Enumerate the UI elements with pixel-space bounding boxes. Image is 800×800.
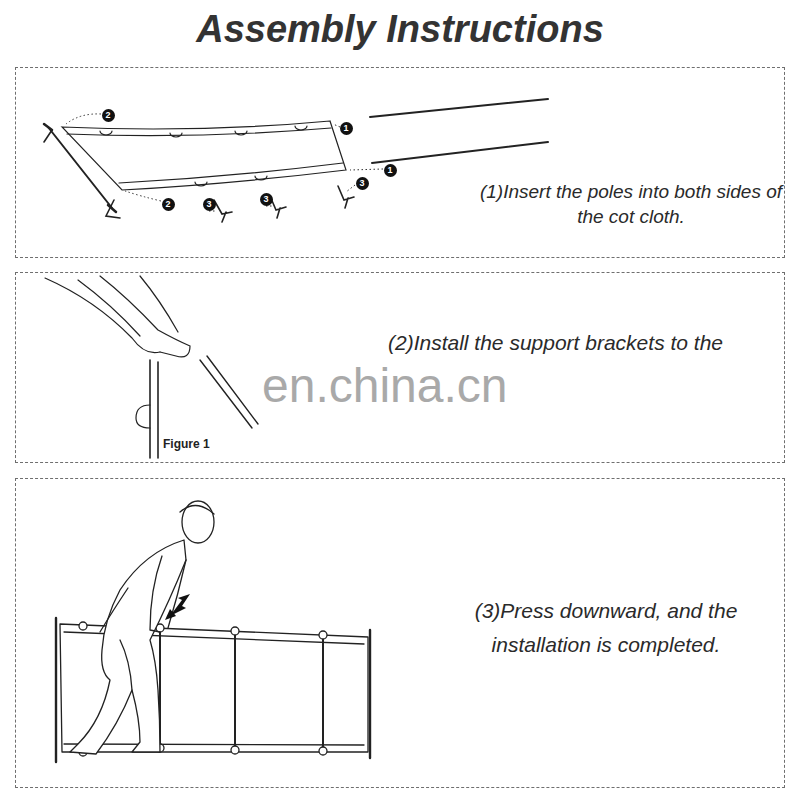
cot-cloth-figure-part (295, 126, 307, 130)
step-panel: (1)Insert the poles into both sides of t… (15, 67, 785, 258)
cot-cloth-figure-part (338, 186, 354, 208)
leader-lines-part (346, 185, 355, 192)
hands-figure-part (140, 276, 178, 332)
hands-figure-part (136, 405, 150, 428)
callout-number: 1 (384, 164, 397, 177)
leader-lines-part (333, 124, 340, 127)
person-and-cot-figure-part (319, 747, 327, 755)
person-and-cot-figure-part (160, 628, 323, 751)
leader-lines-part (266, 206, 272, 207)
person-and-cot-figure-part (120, 640, 132, 690)
cot-cloth-figure-part (44, 130, 52, 142)
person-and-cot-figure-part (319, 631, 327, 639)
hands-figure-part (200, 360, 252, 428)
step-instruction: (3)Press downward, and the installation … (431, 594, 781, 662)
cot-cloth-figure-part (195, 182, 207, 186)
person-and-cot-figure-part (231, 627, 239, 635)
hands-figure (45, 276, 258, 458)
person-and-cot-figure-part (79, 622, 87, 630)
callout-number: 1 (340, 122, 353, 135)
cot-cloth-figure-part (100, 131, 112, 135)
cot-cloth-figure-part (255, 176, 267, 180)
person-and-cot-figure-part (70, 540, 186, 754)
hands-figure-part (207, 356, 258, 424)
press-arrow (165, 609, 176, 620)
leader-lines-part (350, 169, 383, 170)
hands-figure-part (100, 276, 190, 357)
cot-cloth-figure-part (119, 163, 343, 183)
person-and-cot-figure-part (150, 556, 162, 632)
cot-cloth-figure-part (370, 99, 548, 117)
hands-figure-part (78, 280, 140, 336)
cot-cloth-figure-part (235, 131, 247, 135)
cot-cloth-figure-part (106, 200, 120, 218)
callout-number: 2 (102, 109, 115, 122)
cot-cloth-figure-part (44, 124, 116, 212)
cot-cloth-figure-part (62, 121, 346, 190)
callout-number: 3 (203, 198, 216, 211)
callout-number: 3 (356, 177, 369, 190)
leader-lines-part (209, 211, 216, 212)
leader-lines (66, 114, 383, 211)
hands-figure-part (45, 278, 160, 353)
person-and-cot-figure-part (55, 618, 57, 762)
hands-figure-part (157, 362, 159, 458)
person-and-cot-figure-part (64, 744, 364, 745)
cot-cloth-figure-part (67, 128, 331, 136)
person-and-cot-figure-part (100, 588, 128, 632)
person-and-cot-figure-part (231, 746, 239, 754)
step-instruction: (2)Install the support brackets to the (388, 330, 783, 355)
cot-cloth-figure-part (372, 142, 548, 163)
leader-lines-part (66, 114, 101, 124)
cot-cloth-figure (44, 99, 548, 222)
callout-number: 2 (162, 198, 175, 211)
callout-number: 3 (260, 193, 273, 206)
step-instruction: (1)Insert the poles into both sides of t… (471, 179, 791, 229)
cot-cloth-figure-part (214, 200, 232, 222)
person-and-cot-figure-part (180, 505, 214, 514)
hands-figure-part (149, 360, 151, 458)
person-and-cot-figure (56, 501, 370, 762)
leader-lines-part (125, 191, 161, 201)
step-panel: (3)Press downward, and the installation … (15, 478, 785, 788)
person-and-cot-figure-part (369, 630, 371, 758)
cot-cloth-figure-part (48, 127, 112, 208)
page-title: Assembly Instructions (0, 8, 800, 51)
figure-label: Figure 1 (163, 437, 210, 451)
cot-cloth-figure-part (170, 133, 182, 137)
watermark: en.china.cn (262, 358, 508, 413)
